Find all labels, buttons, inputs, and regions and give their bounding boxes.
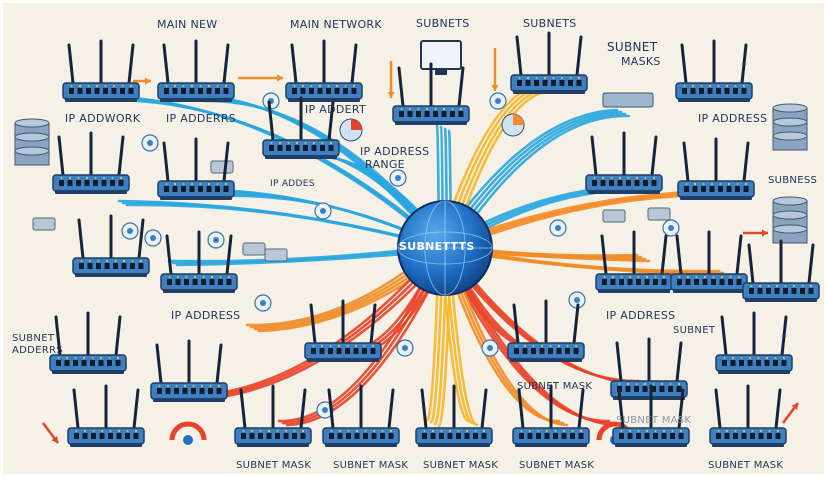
status-badge-icon: [389, 169, 407, 187]
arrow-icon: [782, 402, 799, 424]
label-main-new: MAIN NEW: [157, 18, 218, 31]
router-icon: [322, 384, 400, 447]
label-ip-address-mid-left: IP ADDRESS: [171, 309, 241, 322]
label-ip-address-range-2: RANGE: [365, 158, 405, 171]
status-badge-icon: [316, 401, 334, 419]
label-subnet-masks-1: SUBNET: [607, 40, 658, 54]
router-icon: [62, 39, 140, 102]
label-subnet-mask-b1: SUBNET MASK: [236, 460, 312, 471]
router-icon: [612, 384, 690, 447]
label-subness: SUBNESS: [768, 175, 818, 186]
router-icon: [507, 299, 585, 362]
arrow-icon: [133, 77, 151, 85]
status-badge-icon: [262, 92, 280, 110]
router-icon: [150, 339, 228, 402]
router-icon: [304, 299, 382, 362]
label-subnet-left-2: ADDERRS: [12, 345, 63, 356]
status-badge-icon: [314, 202, 332, 220]
database-icon: [772, 103, 808, 151]
router-icon: [72, 214, 150, 277]
status-badge-icon: [662, 219, 680, 237]
device-icon: [210, 160, 234, 174]
device-icon: [264, 248, 288, 262]
router-icon: [610, 337, 688, 400]
status-badge-icon: [396, 339, 414, 357]
device-icon: [647, 207, 671, 221]
status-badge-icon: [207, 231, 225, 249]
device-icon: [32, 217, 56, 231]
arrow-icon: [238, 74, 283, 82]
arrow-icon: [743, 229, 768, 237]
hub-label: SUBNETTTS: [399, 240, 475, 253]
router-icon: [670, 230, 748, 293]
label-subnet-mask-center: SUBNET MASK: [517, 381, 593, 392]
router-icon: [157, 39, 235, 102]
database-icon: [14, 118, 50, 166]
label-subnet-right: SUBNET: [673, 325, 716, 336]
router-icon: [49, 311, 127, 374]
label-ip-address-right: IP ADDRESS: [698, 112, 768, 125]
label-subnets-1: SUBNETS: [416, 17, 470, 30]
network-diagram: SUBNETTTS MAIN NEW MAIN NETWORK SUBNETS …: [3, 3, 824, 474]
status-badge-icon: [549, 219, 567, 237]
status-badge-icon: [568, 291, 586, 309]
label-main-network: MAIN NETWORK: [290, 18, 382, 31]
label-subnets-2: SUBNETS: [523, 17, 577, 30]
arrow-icon: [387, 61, 395, 98]
switch-icon: [602, 92, 654, 108]
label-subnet-mask-b2: SUBNET MASK: [333, 460, 409, 471]
arrow-icon: [491, 48, 499, 91]
label-ip-adderrs: IP ADDERRS: [166, 112, 237, 125]
router-icon: [510, 31, 588, 94]
router-icon: [262, 96, 340, 159]
router-icon: [285, 39, 363, 102]
device-icon: [602, 209, 626, 223]
network-cable: [447, 248, 619, 427]
router-icon: [675, 39, 753, 102]
label-ip-addert: IP ADDERT: [305, 103, 367, 116]
label-ip-address-mid-right: IP ADDRESS: [606, 309, 676, 322]
status-badge-icon: [141, 134, 159, 152]
router-icon: [160, 230, 238, 293]
router-icon: [157, 137, 235, 200]
router-icon: [709, 384, 787, 447]
pie-chart-icon: [501, 113, 525, 137]
diagram-graphics: [14, 31, 820, 447]
router-icon: [392, 62, 470, 125]
label-subnet-mask-b3: SUBNET MASK: [423, 460, 499, 471]
label-ip-address-range-1: IP ADDRESS: [360, 145, 430, 158]
label-ip-addes: IP ADDES: [270, 179, 315, 189]
router-icon: [742, 239, 820, 302]
router-icon: [512, 384, 590, 447]
router-icon: [585, 131, 663, 194]
router-icon: [67, 384, 145, 447]
label-ip-addwork: IP ADDWORK: [65, 112, 141, 125]
router-icon: [234, 384, 312, 447]
router-icon: [595, 230, 673, 293]
device-icon: [242, 242, 266, 256]
status-badge-icon: [489, 92, 507, 110]
network-cable: [105, 98, 451, 252]
label-subnet-mask-mid-right: SUBNET MASK: [616, 415, 692, 426]
status-badge-icon: [144, 229, 162, 247]
status-badge-icon: [121, 222, 139, 240]
router-icon: [715, 311, 793, 374]
router-icon: [52, 131, 130, 194]
database-icon: [772, 196, 808, 244]
router-icon: [677, 137, 755, 200]
gauge-icon: [169, 421, 207, 445]
label-subnet-mask-b4: SUBNET MASK: [519, 460, 595, 471]
status-badge-icon: [254, 294, 272, 312]
router-icon: [415, 384, 493, 447]
label-subnet-mask-b5: SUBNET MASK: [708, 460, 784, 471]
label-subnet-left-1: SUBNET: [12, 333, 55, 344]
status-badge-icon: [481, 339, 499, 357]
monitor-icon: [420, 40, 462, 75]
arrow-icon: [42, 422, 59, 444]
label-subnet-masks-2: MASKS: [621, 55, 661, 68]
pie-chart-icon: [339, 118, 363, 142]
